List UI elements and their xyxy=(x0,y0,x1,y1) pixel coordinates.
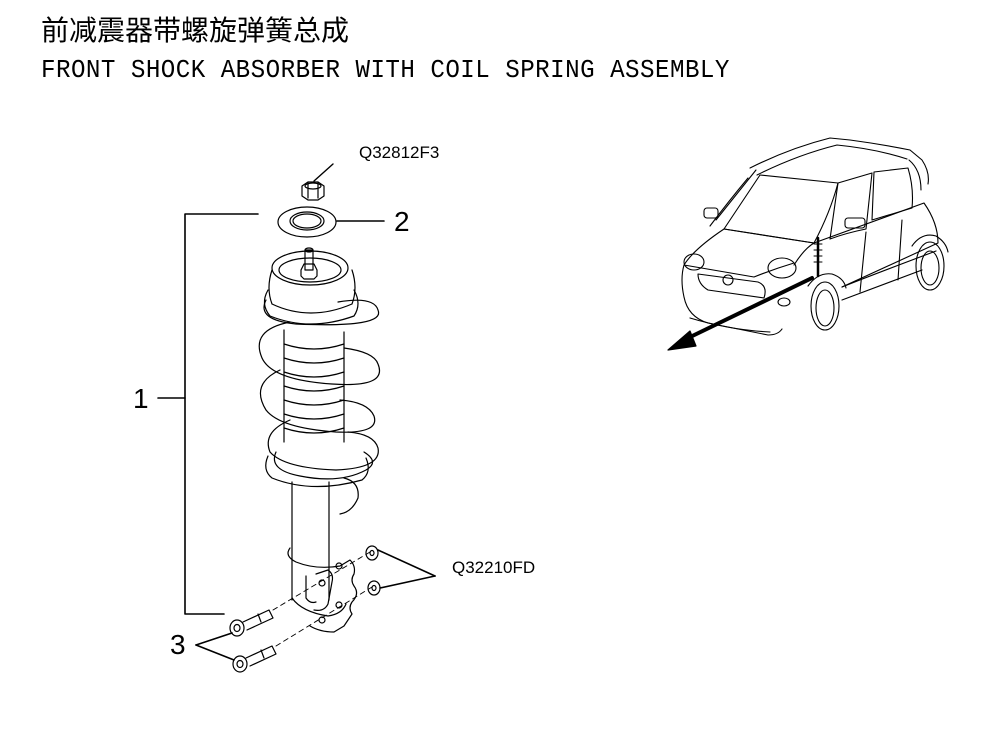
flange-nut-part-number: Q32210FD xyxy=(452,558,535,577)
item-1-label: 1 xyxy=(133,383,149,414)
title-chinese: 前减震器带螺旋弹簧总成 xyxy=(41,14,350,47)
top-nut xyxy=(301,181,325,201)
bolts xyxy=(229,609,277,673)
strut-assembly xyxy=(258,247,381,633)
item-3-leaders xyxy=(195,632,235,661)
item-3-label: 3 xyxy=(170,629,186,660)
nut-leader-line xyxy=(313,163,334,182)
bolt-lower xyxy=(232,645,277,673)
assembly-lines xyxy=(272,551,373,647)
item-2-label: 2 xyxy=(394,206,410,237)
bolt-upper xyxy=(229,609,274,637)
vehicle-locator xyxy=(681,137,949,336)
nut-part-number: Q32812F3 xyxy=(359,143,439,162)
forward-direction-arrow xyxy=(667,276,814,351)
washer xyxy=(277,206,337,238)
item-1-bracket xyxy=(157,213,259,615)
title-english: FRONT SHOCK ABSORBER WITH COIL SPRING AS… xyxy=(41,55,730,85)
flange-nut-leaders xyxy=(377,549,436,589)
